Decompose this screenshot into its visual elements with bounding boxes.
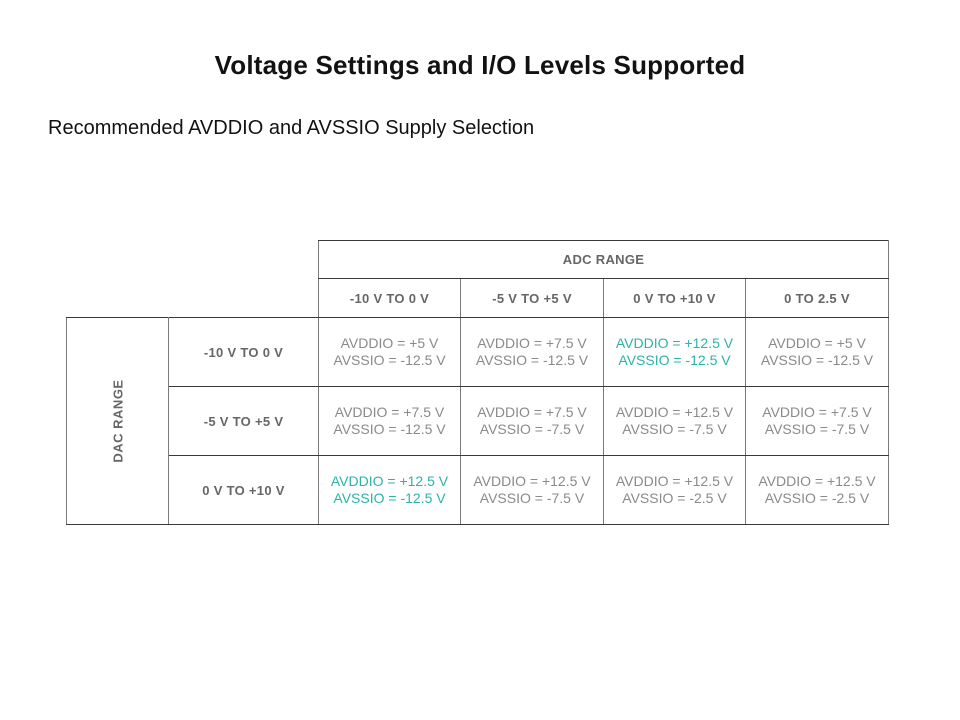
supply-cell-r1c1: AVDDIO = +7.5 V AVSSIO = -7.5 V <box>460 386 604 456</box>
avssio-value: AVSSIO = -12.5 V <box>618 352 731 368</box>
avddio-value: AVDDIO = +12.5 V <box>615 335 734 351</box>
avssio-value: AVSSIO = -7.5 V <box>479 421 585 437</box>
avddio-value: AVDDIO = +7.5 V <box>762 404 872 420</box>
table-row: DAC RANGE -10 V TO 0 V AVDDIO = +5 V AVS… <box>66 317 889 525</box>
table-row: -5 V TO +5 V AVDDIO = +7.5 V AVSSIO = -1… <box>67 386 889 456</box>
supply-cell-r0c0: AVDDIO = +5 V AVSSIO = -12.5 V <box>318 317 461 387</box>
supply-selection-table: ADC RANGE -10 V TO 0 V -5 V TO +5 V 0 V … <box>66 240 889 525</box>
supply-cell-r0c2-highlighted: AVDDIO = +12.5 V AVSSIO = -12.5 V <box>603 317 746 387</box>
avssio-value: AVSSIO = -12.5 V <box>760 352 874 368</box>
page-title: Voltage Settings and I/O Levels Supporte… <box>214 50 746 80</box>
dac-range-group-header: DAC RANGE <box>66 317 169 525</box>
supply-cell-r2c0-highlighted: AVDDIO = +12.5 V AVSSIO = -12.5 V <box>318 455 461 525</box>
dac-row-header-1: -5 V TO +5 V <box>168 386 319 456</box>
table-corner-spacer <box>67 241 319 318</box>
adc-col-header-1: -5 V TO +5 V <box>460 278 604 318</box>
avssio-value: AVSSIO = -7.5 V <box>479 490 585 506</box>
avssio-value: AVSSIO = -12.5 V <box>333 352 446 368</box>
supply-cell-r2c1: AVDDIO = +12.5 V AVSSIO = -7.5 V <box>460 455 604 525</box>
dac-row-header-0: -10 V TO 0 V <box>168 317 319 387</box>
supply-cell-r2c3: AVDDIO = +12.5 V AVSSIO = -2.5 V <box>745 455 889 525</box>
avddio-value: AVDDIO = +5 V <box>340 335 439 351</box>
page-subtitle: Recommended AVDDIO and AVSSIO Supply Sel… <box>48 117 535 139</box>
supply-cell-r0c3: AVDDIO = +5 V AVSSIO = -12.5 V <box>745 317 889 387</box>
avssio-value: AVSSIO = -7.5 V <box>622 421 727 437</box>
avssio-value: AVSSIO = -2.5 V <box>622 490 727 506</box>
avddio-value: AVDDIO = +12.5 V <box>473 473 591 489</box>
supply-cell-r1c2: AVDDIO = +12.5 V AVSSIO = -7.5 V <box>603 386 746 456</box>
avddio-value: AVDDIO = +5 V <box>768 335 866 351</box>
adc-range-group-header: ADC RANGE <box>318 240 889 279</box>
avssio-value: AVSSIO = -7.5 V <box>764 421 870 437</box>
avddio-value: AVDDIO = +12.5 V <box>758 473 876 489</box>
avddio-value: AVDDIO = +7.5 V <box>477 404 587 420</box>
supply-cell-r1c0: AVDDIO = +7.5 V AVSSIO = -12.5 V <box>318 386 461 456</box>
avddio-value: AVDDIO = +7.5 V <box>334 404 445 420</box>
avddio-value: AVDDIO = +7.5 V <box>477 335 587 351</box>
table-row: -10 V TO 0 V -5 V TO +5 V 0 V TO +10 V 0… <box>67 278 889 318</box>
avssio-value: AVSSIO = -2.5 V <box>764 490 870 506</box>
avddio-value: AVDDIO = +12.5 V <box>330 473 449 489</box>
avssio-value: AVSSIO = -12.5 V <box>333 421 446 437</box>
supply-cell-r2c2: AVDDIO = +12.5 V AVSSIO = -2.5 V <box>603 455 746 525</box>
avssio-value: AVSSIO = -12.5 V <box>475 352 589 368</box>
supply-cell-r1c3: AVDDIO = +7.5 V AVSSIO = -7.5 V <box>745 386 889 456</box>
adc-col-header-0: -10 V TO 0 V <box>318 278 461 318</box>
avddio-value: AVDDIO = +12.5 V <box>615 473 734 489</box>
dac-range-vertical-label: DAC RANGE <box>110 379 125 463</box>
dac-row-header-2: 0 V TO +10 V <box>168 455 319 525</box>
supply-cell-r0c1: AVDDIO = +7.5 V AVSSIO = -12.5 V <box>460 317 604 387</box>
table-row: ADC RANGE <box>67 240 889 279</box>
avddio-value: AVDDIO = +12.5 V <box>615 404 734 420</box>
table-row: 0 V TO +10 V AVDDIO = +12.5 V AVSSIO = -… <box>67 455 889 525</box>
adc-col-header-2: 0 V TO +10 V <box>603 278 746 318</box>
avssio-value: AVSSIO = -12.5 V <box>333 490 446 506</box>
adc-col-header-3: 0 TO 2.5 V <box>745 278 889 318</box>
